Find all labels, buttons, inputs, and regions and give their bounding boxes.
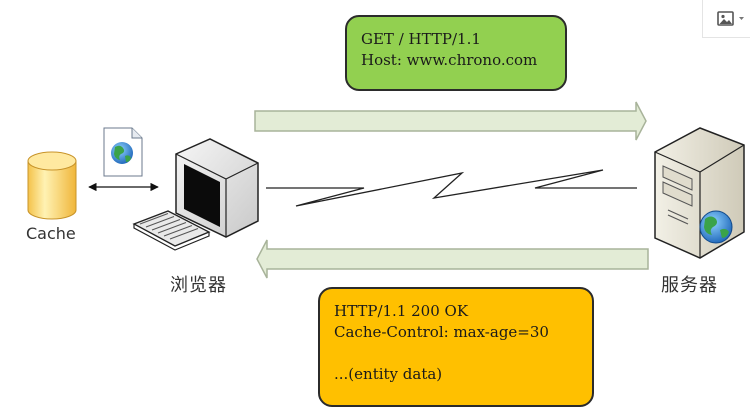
entity-data-line: ...(entity data) [334, 365, 443, 383]
request-host-header: Host: www.chrono.com [361, 51, 538, 69]
server-tower-icon [654, 127, 745, 259]
cache-label: Cache [26, 224, 76, 243]
response-arrow [256, 239, 649, 279]
browser-computer-icon [132, 138, 259, 251]
network-connection-line [266, 169, 637, 207]
image-options-button[interactable] [702, 0, 750, 38]
status-line: HTTP/1.1 200 OK [334, 302, 469, 320]
blank-line [334, 343, 592, 364]
globe-icon [699, 210, 733, 244]
cache-control-header: Cache-Control: max-age=30 [334, 323, 549, 341]
web-document-icon [103, 127, 143, 177]
server-label: 服务器 [661, 275, 718, 296]
http-response-bubble: HTTP/1.1 200 OK Cache-Control: max-age=30… [318, 287, 594, 407]
request-arrow [254, 101, 647, 141]
cache-cylinder-icon [27, 151, 77, 220]
request-line: GET / HTTP/1.1 [361, 30, 481, 48]
caret-down-icon [739, 17, 744, 20]
image-icon [717, 11, 734, 26]
browser-label: 浏览器 [170, 275, 227, 296]
